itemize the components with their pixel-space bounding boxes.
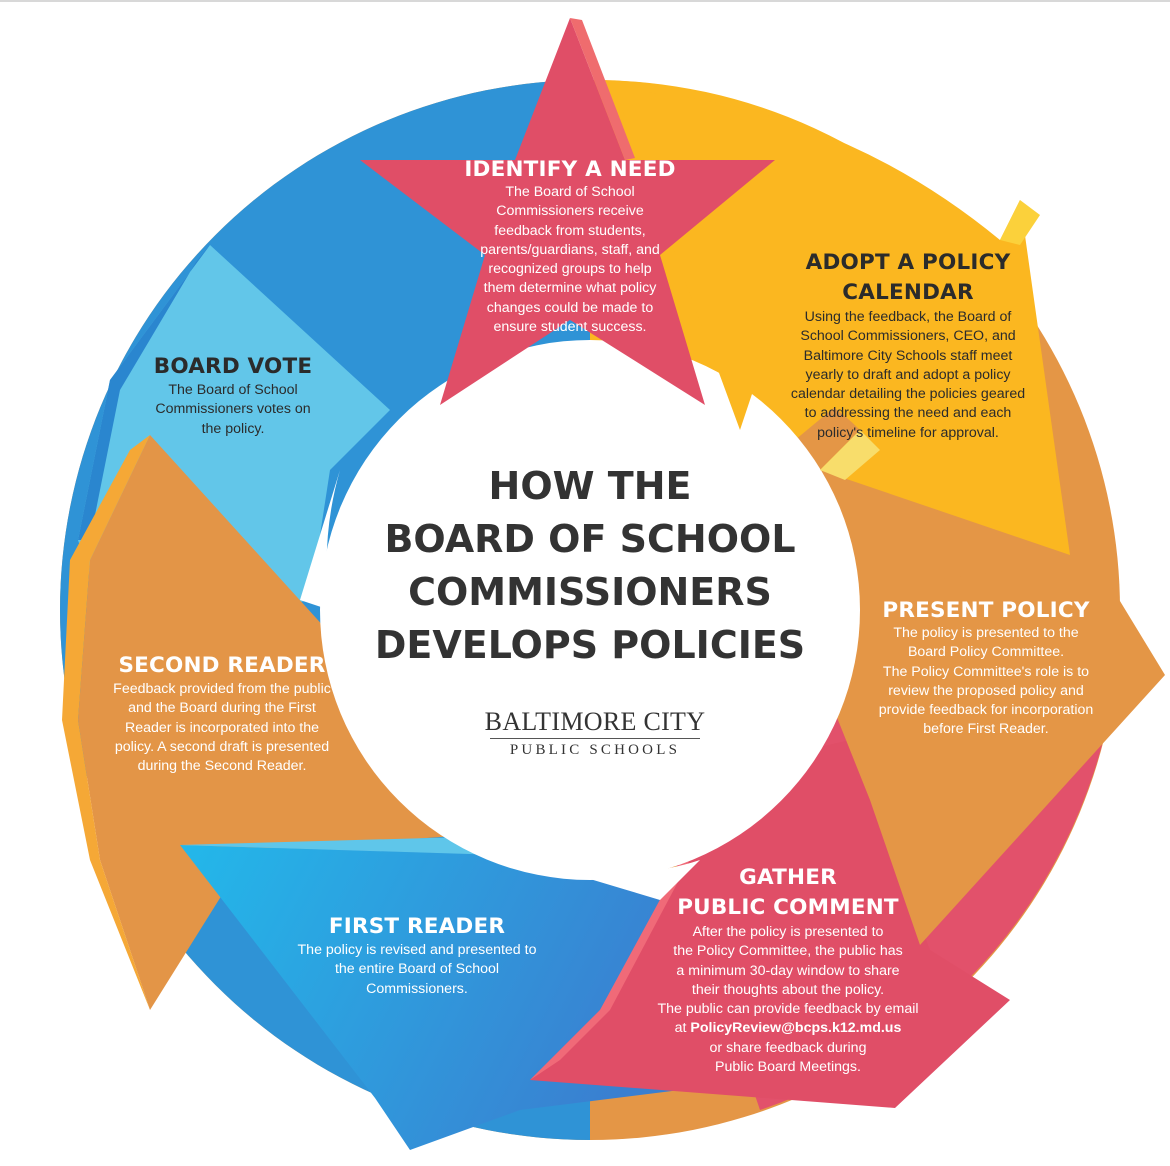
step-adopt-policy-calendar: ADOPT A POLICY CALENDAR Using the feedba… — [758, 248, 1058, 443]
body-line: parents/guardians, staff, and — [480, 241, 660, 258]
present-policy-heading-line: PRESENT POLICY — [882, 598, 1090, 623]
body-line: the entire Board of School — [334, 961, 500, 978]
body-line: yearly to draft and adopt a policy — [805, 366, 1011, 383]
body-line: the policy. — [201, 420, 265, 437]
body-line: recognized groups to help — [488, 261, 652, 278]
center-circle — [320, 340, 860, 880]
body-line: Commissioners votes on — [155, 401, 311, 418]
body-line: before First Reader. — [923, 721, 1049, 738]
identify-need-body: The Board of School Commissioners receiv… — [410, 183, 730, 337]
identify-need-heading-line: IDENTIFY A NEED — [464, 157, 676, 182]
body-line: and the Board during the First — [128, 700, 316, 717]
identify-need-star-edge — [570, 18, 635, 160]
body-line: changes could be made to — [486, 299, 654, 316]
gather-comment-arrow — [530, 740, 1010, 1108]
body-line: their thoughts about the policy. — [691, 981, 885, 998]
body-line: Public Board Meetings. — [715, 1059, 861, 1076]
body-line: a minimum 30-day window to share — [676, 962, 900, 979]
body-line: feedback from students, — [494, 222, 646, 239]
adopt-policy-heading-line: ADOPT A POLICY — [805, 250, 1011, 275]
identify-need-heading: IDENTIFY A NEED — [410, 156, 730, 183]
policy-review-email-link[interactable]: PolicyReview@bcps.k12.md.us — [690, 1020, 902, 1037]
identify-need-star — [360, 18, 775, 405]
title-line: HOW THE — [488, 464, 692, 508]
second-reader-arrow-edge — [62, 435, 150, 1010]
body-line: calendar detailing the policies geared — [790, 386, 1026, 403]
body-line: during the Second Reader. — [137, 758, 307, 775]
first-reader-heading-line: FIRST READER — [328, 914, 506, 939]
board-vote-heading-line: BOARD VOTE — [153, 354, 313, 379]
step-second-reader: SECOND READER Feedback provided from the… — [82, 652, 362, 776]
center-notch-bottom — [560, 860, 700, 900]
body-line: the Policy Committee, the public has — [673, 943, 903, 960]
title-line: BOARD OF SCHOOL — [384, 517, 796, 561]
second-reader-arrow — [78, 435, 470, 1010]
body-line: policy. A second draft is presented — [114, 738, 330, 755]
body-line: review the proposed policy and — [888, 682, 1084, 699]
step-board-vote: BOARD VOTE The Board of School Commissio… — [118, 353, 348, 439]
diagram-title: HOW THE BOARD OF SCHOOL COMMISSIONERS DE… — [330, 460, 850, 672]
logo-divider — [490, 738, 700, 739]
body-line: Commissioners receive — [496, 203, 644, 220]
body-line: Board Policy Committee. — [907, 644, 1065, 661]
gather-comment-body: After the policy is presented to the Pol… — [620, 923, 956, 1077]
step-first-reader: FIRST READER The policy is revised and p… — [262, 913, 572, 999]
body-line: Baltimore City Schools staff meet — [803, 347, 1013, 364]
step-present-policy: PRESENT POLICY The policy is presented t… — [846, 597, 1126, 740]
board-vote-heading: BOARD VOTE — [118, 353, 348, 381]
baltimore-city-schools-logo: BALTIMORE CITY PUBLIC SCHOOLS — [470, 707, 720, 759]
adopt-policy-body: Using the feedback, the Board of School … — [758, 308, 1058, 443]
body-line: to addressing the need and each — [804, 405, 1012, 422]
second-reader-body: Feedback provided from the public and th… — [82, 680, 362, 776]
present-policy-heading: PRESENT POLICY — [846, 597, 1126, 624]
email-prefix: at — [674, 1020, 691, 1037]
second-reader-heading: SECOND READER — [82, 652, 362, 680]
gather-comment-heading-line: PUBLIC COMMENT — [677, 895, 899, 920]
board-vote-arrow-edge — [78, 245, 210, 540]
first-reader-heading: FIRST READER — [262, 913, 572, 941]
body-line: Reader is incorporated into the — [124, 719, 319, 736]
title-line: COMMISSIONERS — [408, 570, 772, 614]
body-line: School Commissioners, CEO, and — [800, 328, 1016, 345]
email-line: at PolicyReview@bcps.k12.md.us — [620, 1019, 956, 1038]
logo-line-1: BALTIMORE CITY — [484, 707, 706, 736]
body-line: After the policy is presented to — [692, 924, 884, 940]
body-line: Using the feedback, the Board of — [804, 309, 1012, 325]
gather-comment-heading-line: GATHER — [739, 865, 837, 890]
step-identify-need: IDENTIFY A NEED The Board of School Comm… — [410, 156, 730, 337]
body-line: The public can provide feedback by email — [657, 1001, 919, 1018]
present-policy-body: The policy is presented to the Board Pol… — [846, 624, 1126, 740]
body-line: Feedback provided from the public — [113, 681, 331, 697]
gather-comment-heading: GATHER PUBLIC COMMENT — [620, 863, 956, 923]
body-line: ensure student success. — [493, 319, 647, 336]
present-policy-arrow — [810, 560, 1165, 945]
body-line: Commissioners. — [366, 980, 468, 997]
adopt-policy-arrow-tip — [1000, 200, 1040, 245]
step-gather-public-comment: GATHER PUBLIC COMMENT After the policy i… — [620, 863, 956, 1077]
adopt-policy-heading-line: CALENDAR — [842, 280, 974, 305]
body-line: The Policy Committee's role is to — [882, 663, 1090, 680]
top-border — [0, 0, 1170, 2]
body-line: them determine what policy — [483, 280, 657, 297]
body-line: The policy is revised and presented to — [297, 942, 537, 958]
body-line: The policy is presented to the — [893, 625, 1079, 641]
logo-line-2: PUBLIC SCHOOLS — [509, 742, 681, 758]
adopt-policy-arrow — [615, 90, 1070, 555]
first-reader-body: The policy is revised and presented to t… — [262, 941, 572, 999]
title-line: DEVELOPS POLICIES — [374, 623, 806, 667]
center-notch-left — [300, 470, 340, 610]
adopt-policy-arrow-edge — [820, 430, 880, 480]
body-line: The Board of School — [168, 382, 298, 398]
board-vote-body: The Board of School Commissioners votes … — [118, 381, 348, 439]
second-reader-heading-line: SECOND READER — [118, 653, 326, 678]
body-line: provide feedback for incorporation — [878, 702, 1094, 719]
body-line: policy's timeline for approval. — [817, 424, 999, 441]
body-line: or share feedback during — [709, 1039, 867, 1056]
body-line: The Board of School — [505, 184, 635, 200]
adopt-policy-heading: ADOPT A POLICY CALENDAR — [758, 248, 1058, 308]
